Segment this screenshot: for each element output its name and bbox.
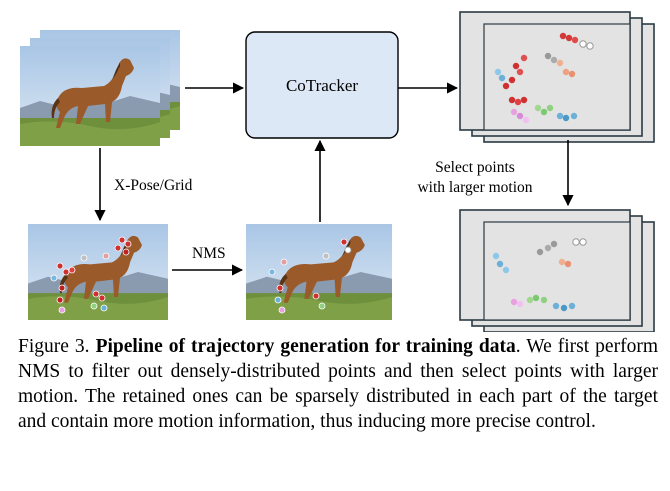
caption-body: We first perform NMS to filter out dense… — [18, 336, 658, 432]
caption-title: Pipeline of trajectory generation for tr… — [95, 336, 516, 357]
figure-label: Figure 3. — [18, 336, 90, 357]
cotracker-node: CoTracker — [245, 31, 399, 139]
pipeline-diagram: CoTracker Select points with larger moti… — [0, 11, 655, 332]
nms-frame — [246, 224, 392, 320]
trajectory-frames-all — [459, 11, 655, 143]
sparse-keypoints — [268, 238, 352, 314]
cotracker-label: CoTracker — [286, 76, 358, 95]
pose-grid-label: X-Pose/Grid — [114, 177, 193, 194]
input-frame-front — [20, 46, 160, 146]
select-label-line1: Select points — [435, 159, 515, 176]
select-label-line2: with larger motion — [417, 179, 532, 196]
trajectory-points-dense — [494, 32, 594, 124]
dense-keypoints — [50, 236, 132, 314]
trajectory-points-selected — [492, 238, 587, 312]
pose-frame — [28, 224, 168, 320]
input-frames — [20, 30, 180, 146]
nms-label: NMS — [192, 245, 226, 262]
figure-caption: Figure 3. Pipeline of trajectory generat… — [18, 336, 658, 432]
trajectory-frames-selected — [459, 209, 655, 332]
